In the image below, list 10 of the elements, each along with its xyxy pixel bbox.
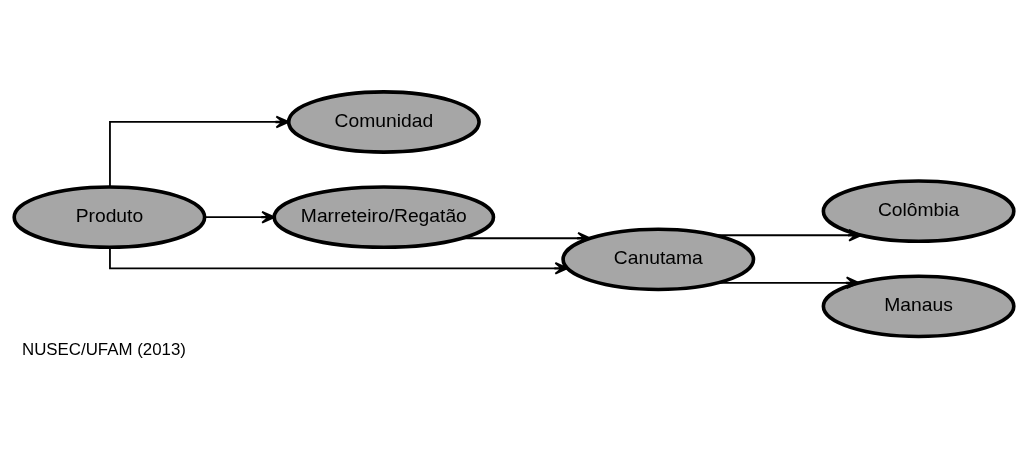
arrow (461, 231, 592, 245)
arrow (109, 115, 290, 187)
caption: NUSEC/UFAM (2013) (22, 339, 186, 359)
arrow (717, 276, 860, 289)
node-ellipse: Comunidad (286, 89, 481, 154)
node-ellipse: Marreteiro/Regatão (272, 184, 496, 249)
node-ellipse: Canutama (561, 226, 756, 291)
arrow (109, 246, 569, 275)
node-ellipse: Produto (12, 184, 207, 249)
arrow (203, 210, 276, 223)
